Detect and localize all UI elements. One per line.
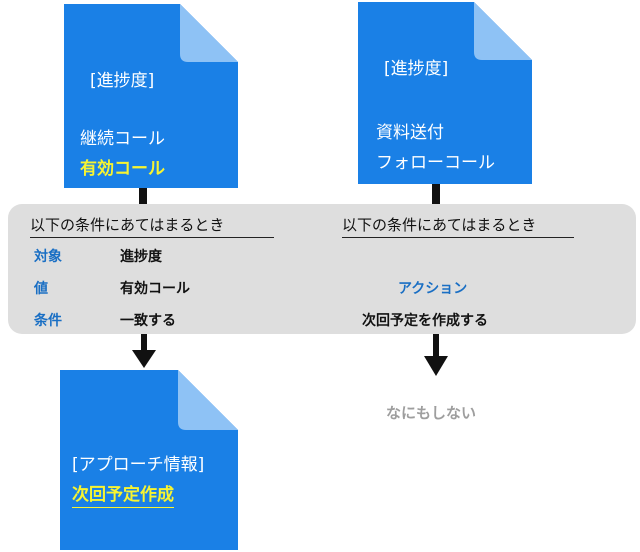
document-line-highlight: 有効コール (80, 159, 165, 179)
result-document: [アプローチ情報] 次回予定作成 (60, 370, 238, 550)
connector-left (139, 188, 147, 206)
document-icon (64, 4, 238, 188)
document-icon (60, 370, 238, 550)
row-value-value: 有効コール (120, 281, 190, 297)
document-line-highlight: 次回予定作成 (72, 480, 174, 508)
document-line: 資料送付 (376, 123, 444, 143)
down-arrow-icon (132, 334, 156, 368)
document-line: 継続コール (80, 129, 165, 149)
condition-heading-left: 以下の条件にあてはまるとき (30, 214, 274, 238)
action-label: アクション (398, 281, 468, 297)
row-label-target: 対象 (34, 249, 62, 265)
document-tag: [アプローチ情報] (72, 455, 205, 475)
source-document-right: [進捗度] 資料送付 フォローコール (358, 2, 532, 184)
action-value: 次回予定を作成する (362, 313, 488, 329)
row-value-target: 進捗度 (120, 249, 162, 265)
source-document-left: [進捗度] 継続コール 有効コール (64, 4, 238, 188)
row-label-value: 値 (34, 281, 48, 297)
condition-heading-right: 以下の条件にあてはまるとき (342, 214, 574, 238)
row-value-condition: 一致する (120, 313, 176, 329)
connector-right (432, 184, 440, 206)
document-tag: [進捗度] (90, 71, 155, 91)
document-icon (358, 2, 532, 184)
row-label-condition: 条件 (34, 313, 62, 329)
document-tag: [進捗度] (384, 59, 449, 79)
no-action-text: なにもしない (386, 404, 477, 422)
down-arrow-icon (424, 334, 448, 376)
document-line: フォローコール (376, 153, 495, 173)
condition-panel (8, 204, 636, 334)
